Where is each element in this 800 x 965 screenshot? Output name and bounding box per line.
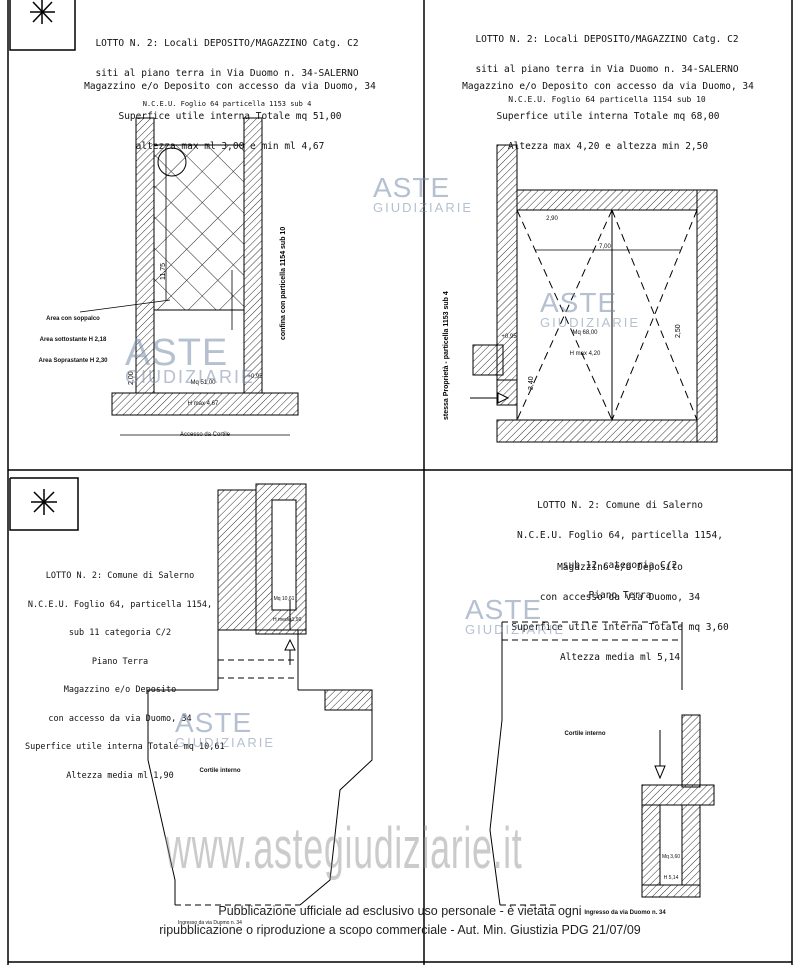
title-line: Piano Terra: [91, 656, 149, 667]
label-line: Mq 10,61: [273, 596, 295, 602]
aste-watermark: ASTE GIUDIZIARIE: [175, 707, 276, 750]
soppalco-label: Area con soppalco Area sottostante H 2,1…: [18, 302, 128, 372]
watermark-giudiziarie: GIUDIZIARIE: [465, 622, 566, 637]
dimension-label: 2,90: [546, 216, 558, 222]
label-line: Mq 3,60: [661, 854, 681, 860]
title-line: siti al piano terra in Via Duomo n. 34-S…: [95, 68, 359, 79]
footer-line: Pubblicazione ufficiale ad esclusivo uso…: [218, 904, 582, 918]
footer-line: ripubblicazione o riproduzione a scopo c…: [159, 923, 641, 937]
title-line: LOTTO N. 2: Locali DEPOSITO/MAGAZZINO Ca…: [95, 38, 359, 49]
cortile-label: Cortile interno: [199, 768, 241, 774]
title-line: sub 12 categoria C/2: [562, 560, 678, 571]
label-line: H 5,14: [663, 875, 679, 881]
title-line: LOTTO N. 2: Comune di Salerno: [537, 500, 703, 511]
dimension-label: +0,95: [247, 374, 263, 380]
desc-line: Magazzino e/o Deposito: [557, 562, 683, 573]
ingresso-label: Ingresso da via Duomo n. 34: [178, 920, 242, 926]
compass-icon: [30, 0, 55, 24]
title-line: LOTTO N. 2: Comune di Salerno: [45, 571, 195, 581]
label-line: Area sottostante H 2,18: [39, 337, 107, 343]
panel1-description: Magazzino e/o Deposito con accesso da vi…: [70, 62, 390, 162]
watermark-aste: ASTE: [465, 594, 543, 625]
aste-watermark: ASTE GIUDIZIARIE: [373, 172, 474, 215]
aste-watermark: ASTE GIUDIZIARIE: [540, 287, 641, 330]
url-watermark: www.astegiudiziarie.it: [165, 816, 523, 881]
dimension-label: 2,50: [675, 324, 682, 338]
watermark-giudiziarie: GIUDIZIARIE: [540, 315, 641, 330]
cortile-label: Cortile interno: [564, 731, 606, 737]
title-line: con accesso da via Duomo, 34: [48, 713, 192, 724]
aste-watermark: ASTE GIUDIZIARIE: [125, 332, 256, 387]
title-line: Magazzino e/o Deposito: [63, 685, 177, 695]
watermark-aste: ASTE: [373, 172, 451, 203]
label-line: H max 4,20: [569, 351, 601, 357]
panel2-title: LOTTO N. 2: Locali DEPOSITO/MAGAZZINO Ca…: [457, 15, 757, 115]
ingresso-label: Ingresso da via Duomo n. 34: [584, 910, 666, 916]
panel2-description: Magazzino e/o Deposito con accesso da vi…: [448, 62, 768, 162]
panel4-description: Magazzino e/o Deposito con accesso da vi…: [505, 543, 735, 673]
confina-label: confina con particella 1154 sub 10: [280, 226, 287, 340]
panel4-title: LOTTO N. 2: Comune di Salerno N.C.E.U. F…: [495, 481, 745, 611]
plan-lotto-sub12: [489, 621, 715, 906]
watermark-aste: ASTE: [125, 332, 229, 374]
watermark-giudiziarie: GIUDIZIARIE: [175, 735, 276, 750]
desc-line: Superfice utile interna Totale mq 51,00: [118, 111, 342, 122]
title-line: N.C.E.U. Foglio 64, particella 1154,: [517, 530, 723, 541]
dimension-label: 11,75: [160, 263, 167, 280]
label-line: H media1,90: [273, 617, 302, 623]
compass-icon: [31, 489, 57, 515]
plan-lotto-sub11: [147, 483, 373, 906]
title-line: Superfice utile interna Totale mq 10,61: [25, 742, 225, 752]
watermark-aste: ASTE: [540, 287, 618, 318]
title-line: sub 11 categoria C/2: [68, 628, 172, 638]
desc-line: con accesso da via Duomo, 34: [539, 592, 701, 603]
panel1-title: LOTTO N. 2: Locali DEPOSITO/MAGAZZINO Ca…: [92, 19, 362, 119]
title-line: N.C.E.U. Foglio 64 particella 1154 sub 1…: [508, 95, 706, 104]
title-line: siti al piano terra in Via Duomo n. 34-S…: [475, 64, 739, 75]
title-line: Altezza media ml 1,90: [66, 770, 174, 781]
watermark-aste: ASTE: [175, 707, 253, 738]
dimension-label: +0,95: [501, 334, 517, 340]
desc-line: Magazzino e/o Deposito con accesso da vi…: [84, 81, 376, 92]
panel3-title: LOTTO N. 2: Comune di Salerno N.C.E.U. F…: [25, 553, 225, 791]
desc-line: Altezza max 4,20 e altezza min 2,50: [507, 141, 709, 152]
title-line: N.C.E.U. Foglio 64, particella 1154,: [27, 599, 213, 610]
frame-lines: [7, 0, 793, 965]
label-line: Area con soppalco: [46, 316, 100, 322]
room-area-label: Mq 68,00 H max 4,20: [565, 316, 605, 365]
desc-line: Altezza media ml 5,14: [559, 652, 681, 663]
watermark-giudiziarie: GIUDIZIARIE: [125, 367, 256, 387]
room-area-label: Mq 51,00 H max 4,67: [178, 366, 228, 415]
title-line: LOTTO N. 2: Locali DEPOSITO/MAGAZZINO Ca…: [475, 34, 739, 45]
desc-line: Superfice utile interna Totale mq 3,60: [511, 622, 729, 633]
label-line: H max 4,67: [187, 401, 219, 407]
label-line: Area Soprastante H 2,30: [38, 358, 108, 364]
watermark-giudiziarie: GIUDIZIARIE: [373, 200, 474, 215]
dimension-label: 3,40: [528, 376, 535, 390]
desc-line: Superfice utile interna Totale mq 68,00: [496, 111, 720, 122]
desc-line: Magazzino e/o Deposito con accesso da vi…: [462, 81, 754, 92]
label-line: Mq 68,00: [572, 330, 598, 336]
side-label: stessa Proprietà - particella 1153 sub 4: [443, 291, 450, 420]
room-area-label: Mq 3,60 H 5,14: [661, 840, 681, 889]
room-area-label: Mq 10,61 H media1,90: [273, 582, 302, 631]
title-line: Piano Terra: [588, 590, 652, 601]
plan-lotto-sub10: [470, 144, 718, 443]
plan-lotto-sub4: [79, 117, 299, 436]
title-line: N.C.E.U. Foglio 64 particella 1153 sub 4: [142, 100, 312, 108]
desc-line: altezza max ml 3,00 e min ml 4,67: [135, 141, 325, 152]
label-line: Mq 51,00: [190, 380, 216, 386]
accesso-label: Accesso da Cortile: [179, 432, 231, 438]
aste-watermark: ASTE GIUDIZIARIE: [465, 594, 566, 637]
dimension-label: 7,00: [599, 244, 611, 250]
